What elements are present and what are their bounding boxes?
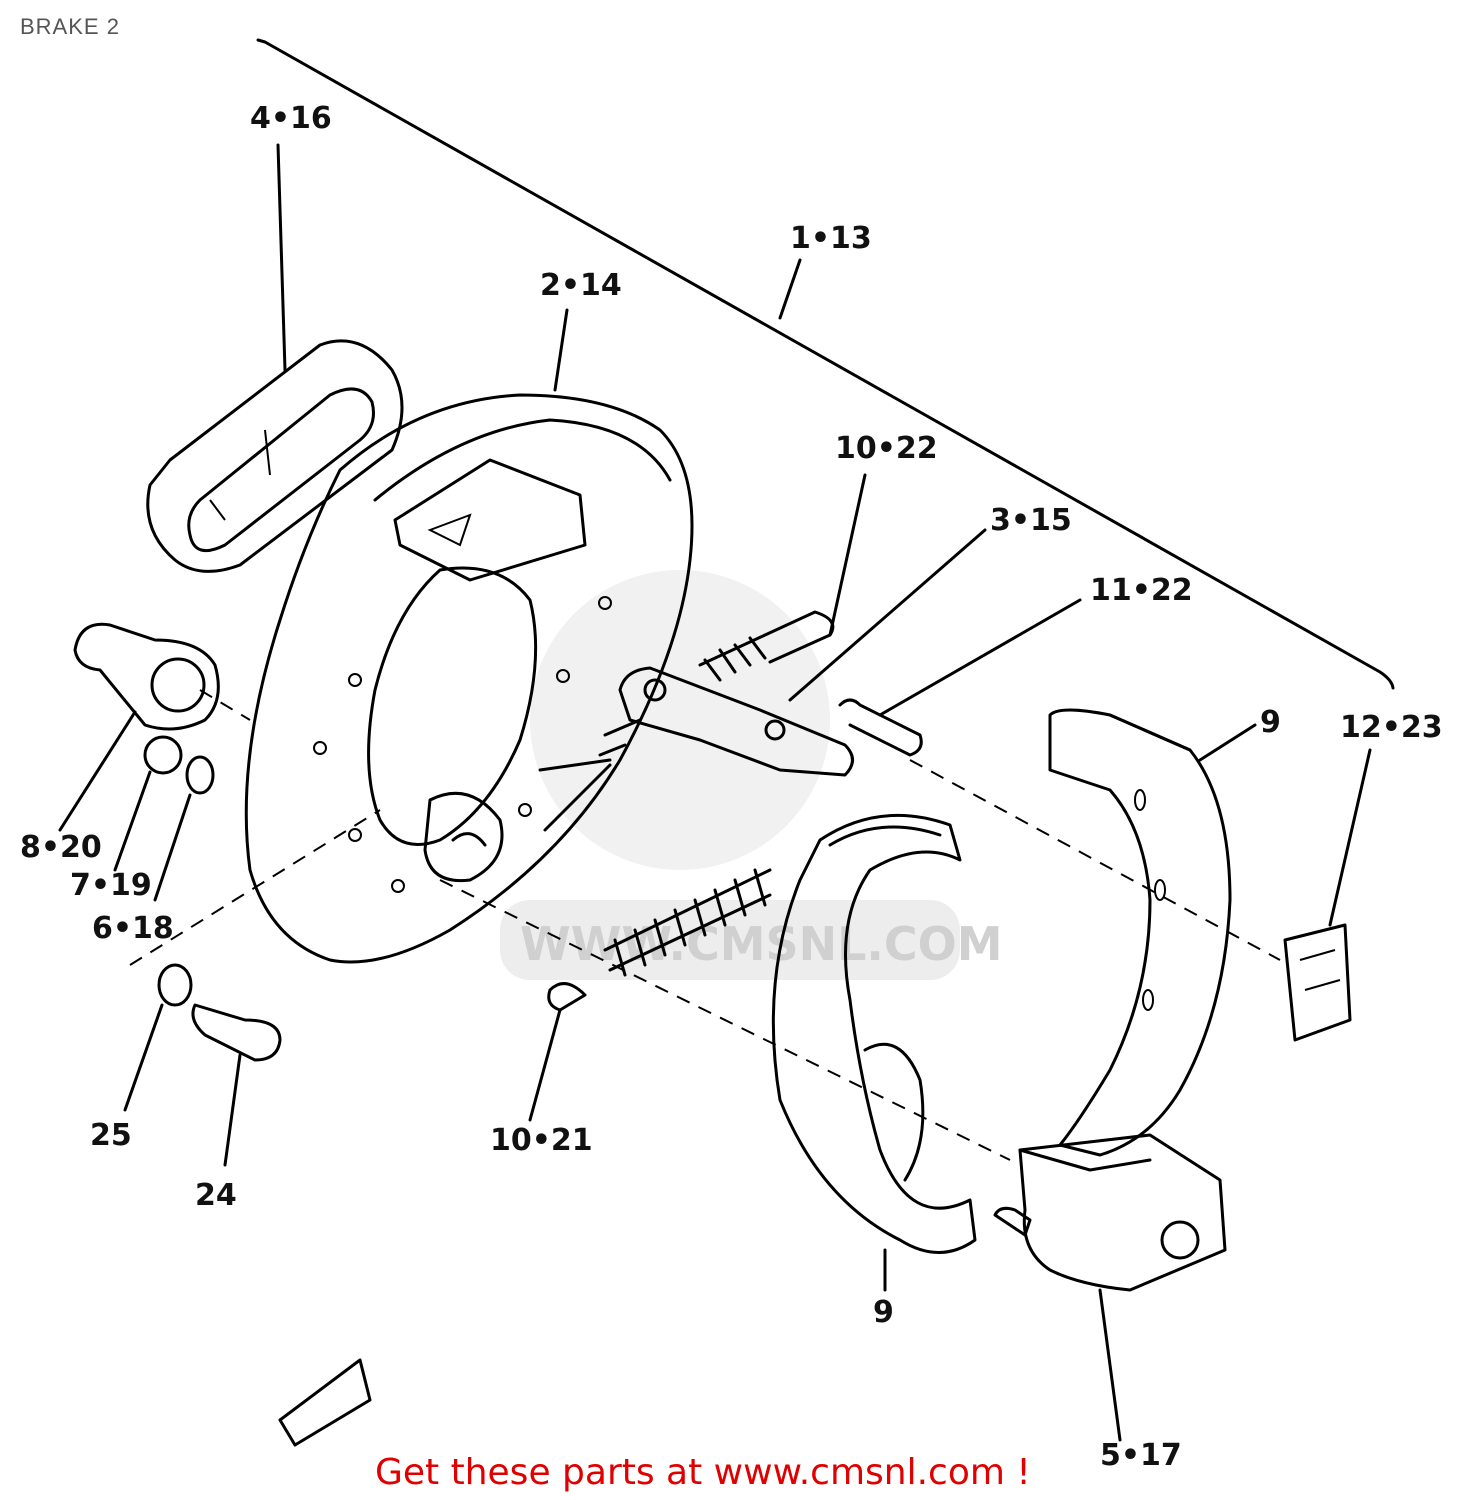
part-spring-lower xyxy=(439,868,1011,1161)
part-camshaft xyxy=(58,622,381,966)
part-washer-bolt xyxy=(123,963,282,1167)
label-24: 24 xyxy=(195,1178,237,1213)
label-25: 25 xyxy=(90,1118,132,1153)
label-3-15: 3•15 xyxy=(990,503,1072,538)
watermark: WWW.CMSNL.COM xyxy=(500,570,1003,980)
label-7-19: 7•19 xyxy=(70,868,152,903)
label-12-23: 12•23 xyxy=(1340,710,1443,745)
label-2-14: 2•14 xyxy=(540,268,622,303)
part-backing-plate xyxy=(244,308,694,964)
part-lever-springs xyxy=(538,473,1281,961)
label-5-17: 5•17 xyxy=(1100,1438,1182,1473)
label-6-18: 6•18 xyxy=(92,911,174,946)
label-8-20: 8•20 xyxy=(20,830,102,865)
part-grommet xyxy=(146,143,404,573)
label-11-22: 11•22 xyxy=(1090,573,1193,608)
orientation-mark xyxy=(278,1358,372,1447)
label-10-21: 10•21 xyxy=(490,1123,593,1158)
page-title: BRAKE 2 xyxy=(20,14,120,39)
part-brake-shoe-left xyxy=(771,813,977,1292)
watermark-text: WWW.CMSNL.COM xyxy=(520,917,1003,971)
part-anchor-block xyxy=(993,1133,1227,1442)
assembly-bracket xyxy=(256,38,1395,690)
part-brake-shoe-right xyxy=(1048,708,1257,1157)
label-4-16: 4•16 xyxy=(250,101,332,136)
label-9-upper: 9 xyxy=(1260,705,1281,740)
label-10-22: 10•22 xyxy=(835,431,938,466)
label-1-13: 1•13 xyxy=(790,221,872,256)
label-9-lower: 9 xyxy=(873,1295,894,1330)
footer-link[interactable]: Get these parts at www.cmsnl.com ! xyxy=(375,1452,1031,1493)
part-plate xyxy=(1283,748,1372,1042)
